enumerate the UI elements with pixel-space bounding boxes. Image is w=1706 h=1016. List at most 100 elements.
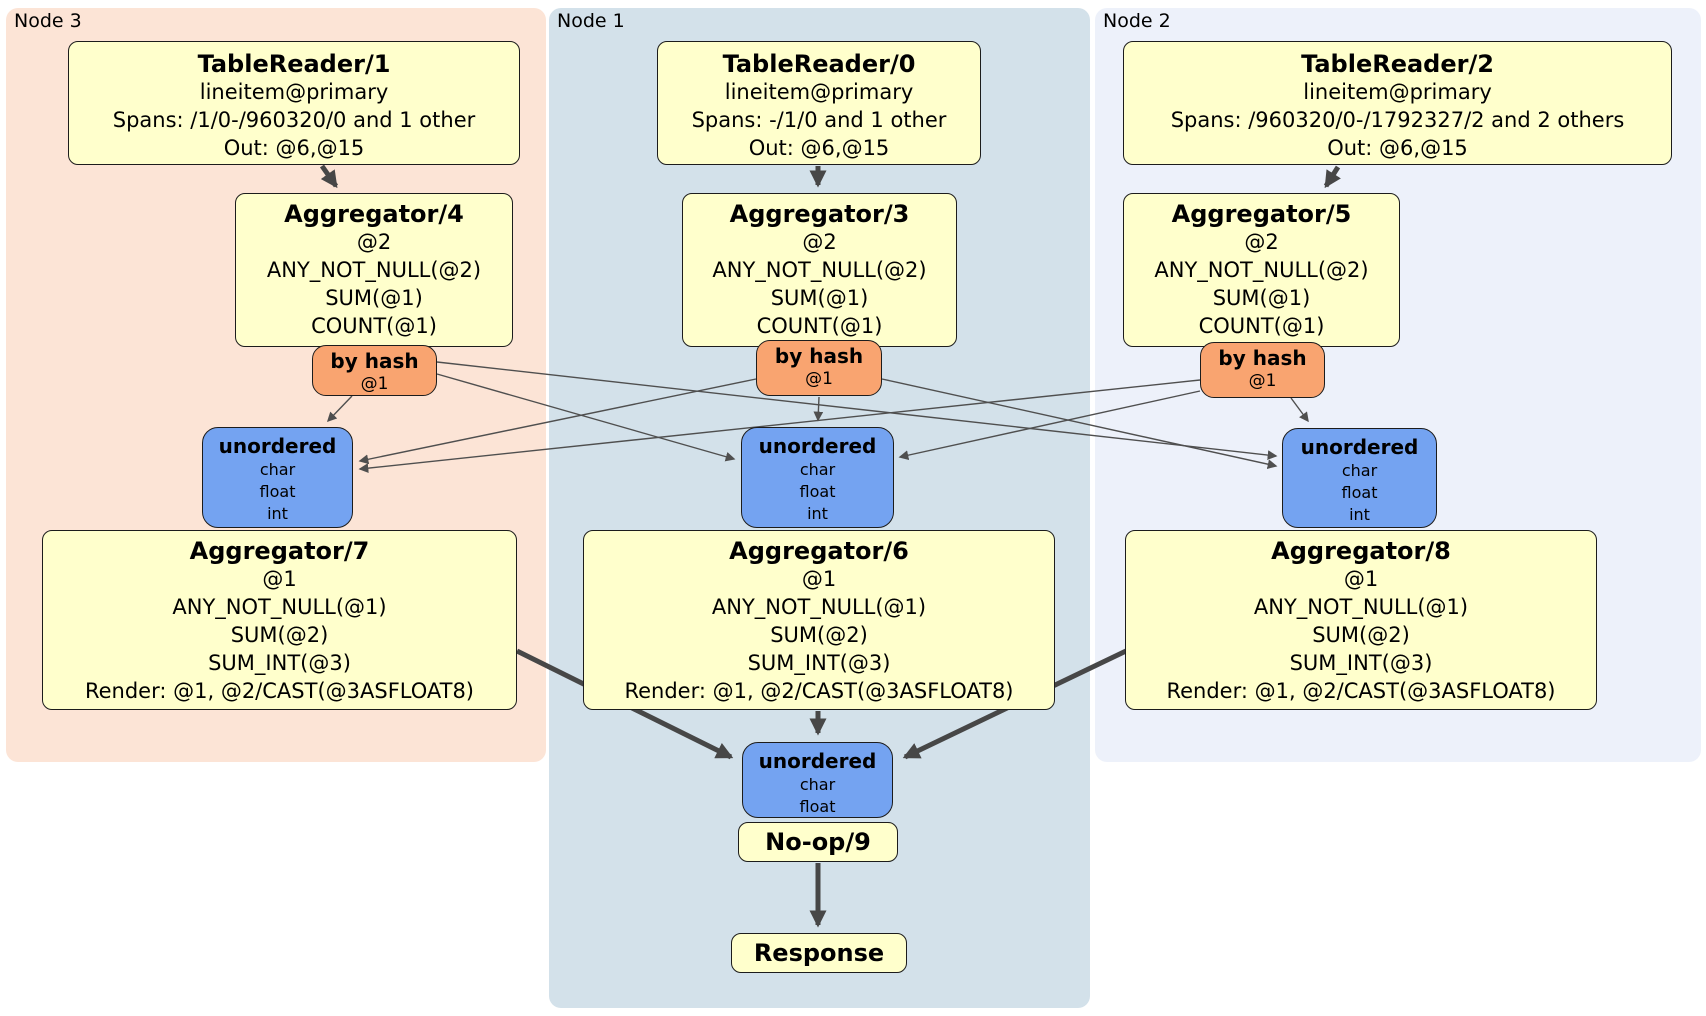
processor-title: Aggregator/4	[284, 200, 464, 228]
detail-line: SUM(@1)	[770, 286, 869, 310]
sync-unordered-node1: unordered char float int	[741, 427, 894, 528]
detail-line: lineitem@primary	[724, 80, 914, 104]
detail-line: ANY_NOT_NULL(@2)	[266, 258, 482, 282]
processor-title: Aggregator/6	[729, 537, 909, 565]
detail-line: @1	[360, 374, 389, 394]
detail-line: SUM(@1)	[325, 286, 423, 310]
router-edges	[326, 361, 1309, 473]
router-details: @1	[757, 369, 881, 389]
detail-line: SUM(@2)	[770, 623, 868, 647]
processor-noop-9: No-op/9	[738, 822, 898, 862]
detail-line: COUNT(@1)	[311, 314, 437, 338]
processor-title: No-op/9	[765, 828, 871, 856]
detail-line: int	[1349, 505, 1370, 524]
detail-line: SUM_INT(@3)	[747, 651, 891, 675]
detail-line: ANY_NOT_NULL(@1)	[1253, 595, 1469, 619]
router-by-hash-node2: by hash @1	[1200, 342, 1325, 398]
router-title: by hash	[1218, 346, 1307, 370]
detail-line: ANY_NOT_NULL(@1)	[172, 595, 387, 619]
detail-line: COUNT(@1)	[756, 314, 883, 338]
sync-title: unordered	[758, 749, 877, 773]
detail-line: SUM(@1)	[1212, 286, 1311, 310]
detail-line: Render: @1, @2/CAST(@3ASFLOAT8)	[1166, 679, 1556, 703]
detail-line: char	[799, 460, 836, 479]
detail-line: lineitem@primary	[1303, 80, 1492, 104]
detail-line: @1	[805, 369, 833, 389]
processor-title: TableReader/1	[197, 50, 391, 78]
detail-line: @1	[1343, 567, 1379, 591]
processor-title: TableReader/2	[1301, 50, 1494, 78]
processor-title: TableReader/0	[722, 50, 916, 78]
node3-label: Node 3	[14, 10, 82, 32]
sync-columns: char float	[743, 774, 892, 818]
detail-line: Out: @6,@15	[1327, 136, 1468, 160]
sync-unordered-node3: unordered char float int	[202, 427, 353, 528]
detail-line: SUM_INT(@3)	[1289, 651, 1433, 675]
detail-line: int	[807, 504, 828, 523]
detail-line: ANY_NOT_NULL(@2)	[1154, 258, 1369, 282]
detail-line: Render: @1, @2/CAST(@3ASFLOAT8)	[84, 679, 475, 703]
processor-title: Aggregator/5	[1171, 200, 1352, 228]
detail-line: Render: @1, @2/CAST(@3ASFLOAT8)	[624, 679, 1014, 703]
detail-line: char	[259, 460, 296, 479]
detail-line: char	[799, 775, 836, 794]
detail-line: lineitem@primary	[199, 80, 389, 104]
detail-line: @1	[801, 567, 837, 591]
detail-line: Out: @6,@15	[748, 136, 890, 160]
router-details: @1	[1201, 371, 1324, 391]
detail-line: Spans: -/1/0 and 1 other	[691, 108, 947, 132]
detail-line: Spans: /960320/0-/1792327/2 and 2 others	[1170, 108, 1625, 132]
node1-label: Node 1	[557, 10, 625, 32]
detail-line: Spans: /1/0-/960320/0 and 1 other	[112, 108, 476, 132]
detail-line: SUM_INT(@3)	[208, 651, 351, 675]
detail-line: float	[259, 482, 296, 501]
detail-line: SUM(@2)	[230, 623, 329, 647]
sync-columns: char float int	[742, 459, 893, 525]
detail-line: char	[1341, 461, 1378, 480]
processor-title: Response	[753, 939, 885, 967]
router-details: @1	[313, 374, 436, 394]
detail-line: SUM(@2)	[1312, 623, 1410, 647]
response-node: Response	[731, 933, 907, 973]
sync-title: unordered	[218, 434, 337, 458]
detail-line: @2	[356, 230, 392, 254]
detail-line: @2	[802, 230, 837, 254]
router-title: by hash	[330, 349, 419, 373]
detail-line: @1	[1248, 371, 1277, 391]
detail-line: float	[799, 797, 836, 816]
sync-unordered-final: unordered char float	[742, 742, 893, 818]
processor-title: Aggregator/7	[189, 537, 370, 565]
processor-title: Aggregator/3	[729, 200, 910, 228]
detail-line: int	[267, 504, 288, 523]
detail-line: ANY_NOT_NULL(@1)	[711, 595, 927, 619]
detail-line: COUNT(@1)	[1198, 314, 1325, 338]
detail-line: ANY_NOT_NULL(@2)	[712, 258, 927, 282]
node2-label: Node 2	[1103, 10, 1171, 32]
sync-title: unordered	[758, 434, 877, 458]
router-by-hash-node3: by hash @1	[312, 345, 437, 396]
sync-columns: char float int	[203, 459, 352, 525]
detail-line: Out: @6,@15	[223, 136, 365, 160]
router-title: by hash	[774, 344, 864, 368]
detail-line: float	[799, 482, 836, 501]
